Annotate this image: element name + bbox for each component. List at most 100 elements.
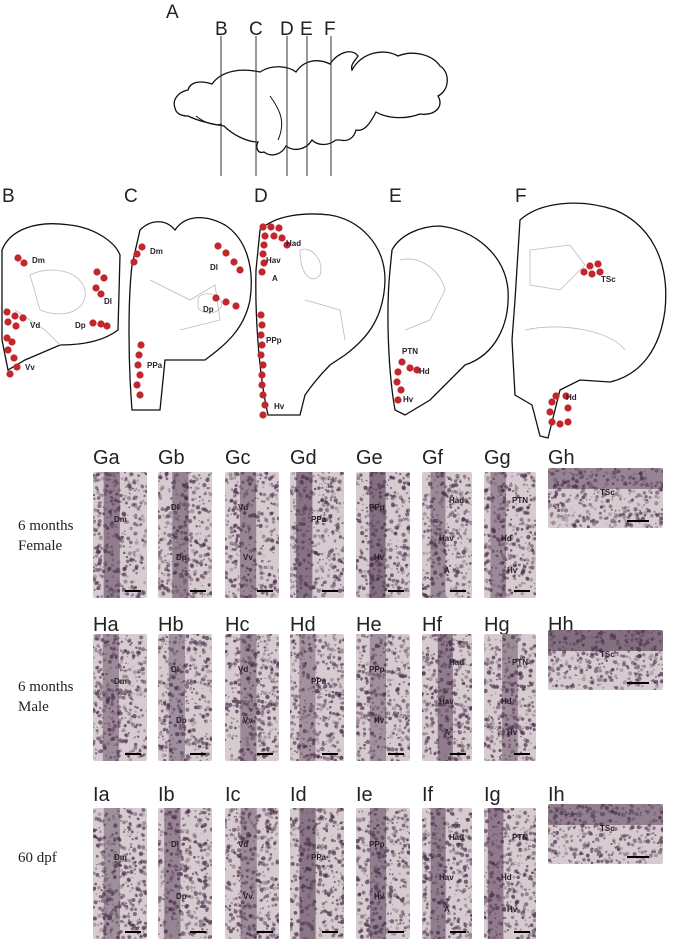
panel-id-gh: Gh (548, 447, 575, 469)
marker-dot (275, 224, 283, 232)
marker-dot (394, 368, 402, 376)
micrograph-texture (548, 468, 663, 528)
scale-bar (388, 931, 404, 933)
micrograph-region-label: Hv (374, 892, 385, 901)
marker-dot (133, 381, 141, 389)
marker-dot (10, 354, 18, 362)
marker-dot (261, 401, 269, 409)
cut-label-d: D (280, 19, 294, 40)
panel-id-gf: Gf (422, 447, 444, 469)
marker-dot (12, 322, 20, 330)
micrograph-texture (158, 472, 212, 598)
micrograph-region-label: PPa (311, 677, 327, 686)
micrograph-region-label: Vv (243, 553, 253, 562)
micrograph-texture (422, 472, 472, 598)
panel-id-ih: Ih (548, 784, 565, 806)
marker-dot (14, 254, 22, 262)
marker-dot (258, 341, 266, 349)
panel-id-hc: Hc (225, 614, 250, 636)
scale-bar (190, 590, 206, 592)
marker-dot (3, 308, 11, 316)
micrograph-ga: Dm (93, 472, 147, 598)
row-label-female: 6 months Female (18, 518, 74, 555)
scale-bar (388, 753, 404, 755)
scale-bar (190, 931, 206, 933)
section-title-d: D (254, 186, 268, 207)
region-label: Hv (274, 402, 285, 411)
region-label: PPp (266, 336, 282, 345)
micrograph-texture (356, 634, 410, 761)
micrograph-texture (290, 808, 344, 939)
region-label: PPa (147, 361, 163, 370)
marker-dot (214, 242, 222, 250)
micrograph-texture (548, 804, 663, 864)
panel-id-ia: Ia (93, 784, 110, 806)
panel-id-gb: Gb (158, 447, 185, 469)
marker-dot (19, 314, 27, 322)
micrograph-region-label: Had (449, 658, 465, 667)
region-label: Dm (150, 247, 163, 256)
marker-dot (259, 391, 267, 399)
marker-dot (564, 404, 572, 412)
panel-id-ga: Ga (93, 447, 120, 469)
marker-dot (283, 241, 291, 249)
marker-dot (97, 290, 105, 298)
panel-id-ie: Ie (356, 784, 373, 806)
marker-dot (259, 411, 267, 419)
marker-dot (564, 418, 572, 426)
panel-id-id: Id (290, 784, 307, 806)
panel-id-ic: Ic (225, 784, 241, 806)
region-label: A (272, 274, 278, 283)
micrograph-region-label: Dp (176, 716, 187, 725)
panel-id-he: He (356, 614, 382, 636)
micrograph-id: PPa (290, 808, 344, 939)
marker-dot (258, 371, 266, 379)
micrograph-hh: TSc (548, 630, 663, 690)
marker-dot (232, 302, 240, 310)
micrograph-texture (422, 634, 472, 761)
marker-dot (556, 420, 564, 428)
micrograph-region-label: Dl (171, 503, 179, 512)
micrograph-region-label: A (444, 728, 450, 737)
scale-bar (450, 753, 466, 755)
micrograph-region-label: Dm (114, 677, 127, 686)
marker-dot (393, 378, 401, 386)
micrograph-texture (225, 634, 279, 761)
marker-dot (133, 250, 141, 258)
scale-bar (322, 753, 338, 755)
marker-dot (4, 346, 12, 354)
micrograph-region-label: Hv (374, 716, 385, 725)
marker-dot (259, 361, 267, 369)
cut-label-f: F (324, 19, 336, 40)
scale-bar (125, 590, 141, 592)
micrograph-region-label: Hv (507, 905, 518, 914)
section-title-e: E (389, 186, 402, 207)
marker-dot (261, 232, 269, 240)
micrograph-texture (158, 634, 212, 761)
marker-dot (222, 298, 230, 306)
micrograph-region-label: TSc (600, 488, 615, 497)
marker-dot (236, 266, 244, 274)
micrograph-region-label: PPp (369, 665, 385, 674)
marker-dot (406, 364, 414, 372)
micrograph-region-label: Vv (243, 716, 253, 725)
micrograph-region-label: PTN (512, 833, 528, 842)
panel-id-ib: Ib (158, 784, 175, 806)
micrograph-region-label: Hav (439, 534, 454, 543)
scale-bar (514, 753, 530, 755)
micrograph-region-label: PTN (512, 658, 528, 667)
panel-id-gc: Gc (225, 447, 251, 469)
micrograph-texture (93, 808, 147, 939)
marker-dot (586, 262, 594, 270)
marker-dot (97, 320, 105, 328)
marker-dot (100, 274, 108, 282)
micrograph-region-label: Dm (114, 853, 127, 862)
cut-label-c: C (249, 19, 263, 40)
panel-id-ig: Ig (484, 784, 501, 806)
micrograph-region-label: A (444, 566, 450, 575)
